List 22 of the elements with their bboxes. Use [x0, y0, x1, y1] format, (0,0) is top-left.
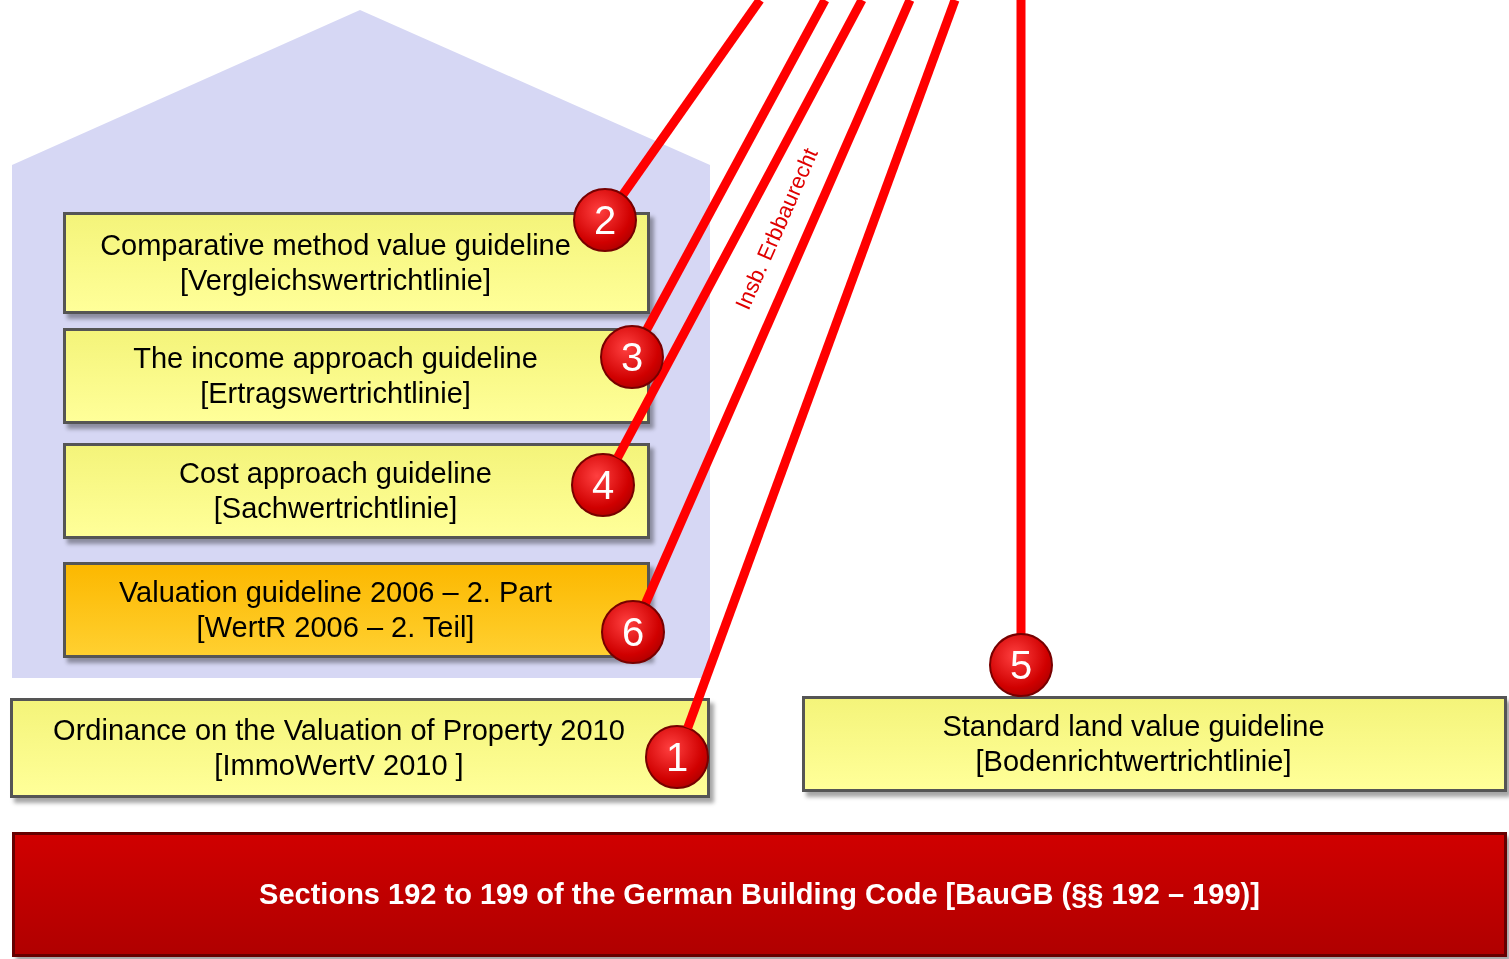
connector-line: [619, 0, 764, 198]
callout-number: 4: [571, 453, 635, 517]
connector-line: [641, 0, 915, 606]
connector-line: [642, 0, 829, 332]
callout-number: 1: [645, 725, 709, 789]
guideline-text: Valuation guideline 2006 – 2. Part [WertR 2006 – 2. Teil]: [117, 575, 554, 645]
connector-line: [683, 0, 960, 730]
bar-text: Sections 192 to 199 of the German Building Code [BauGB (§§ 192 – 199)]: [259, 877, 1260, 912]
guideline-box: [802, 696, 1507, 792]
connector-line: [1016, 0, 1026, 634]
guideline-text: Cost approach guideline [Sachwertrichtlinie]: [178, 456, 493, 526]
guideline-text: Ordinance on the Valuation of Property 2010 [ImmoWertV 2010 ]: [52, 713, 626, 783]
guideline-box: [10, 698, 710, 798]
guideline-text: Comparative method value guideline [Vergleichswertrichtlinie]: [99, 228, 572, 298]
connector-line: [613, 0, 866, 460]
guideline-box: [63, 328, 650, 424]
callout-number: 5: [989, 633, 1053, 697]
guideline-text: The income approach guideline [Ertragswertrichtlinie]: [132, 341, 539, 411]
guideline-box: [63, 562, 650, 658]
guideline-text: Standard land value guideline [Bodenrichtwertrichtlinie]: [941, 709, 1326, 779]
guideline-box: [63, 443, 650, 539]
foundation-bar: [12, 832, 1507, 957]
